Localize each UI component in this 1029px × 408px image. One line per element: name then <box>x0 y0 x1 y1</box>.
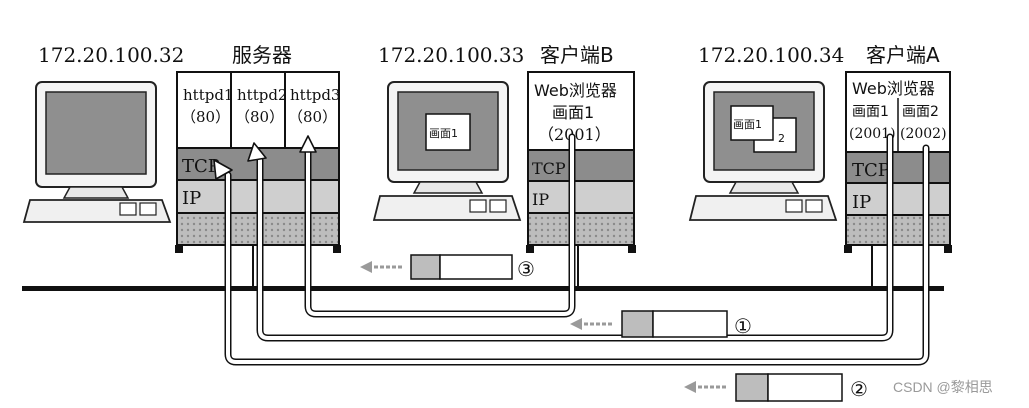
clientB-ip-layer <box>527 180 635 214</box>
computer-icon-pc2 <box>372 81 522 221</box>
clientB-tcp-label: TCP <box>532 159 566 178</box>
network-bus <box>22 286 944 291</box>
pc2-window-label: 画面1 <box>429 127 458 140</box>
pc1-ip-label: 172.20.100.32 <box>38 43 184 67</box>
packet-2 <box>684 373 843 402</box>
clientB-label: 客户端B <box>540 43 614 67</box>
pc3-window-1 <box>730 105 774 141</box>
computer-icon-pc1 <box>22 81 172 223</box>
clientA-screen2-label: 画面2 <box>902 104 939 120</box>
clientA-ip-layer <box>845 182 951 216</box>
httpd2-label: httpd2 <box>237 86 287 104</box>
packet-3 <box>360 254 513 280</box>
pc3-window-1-label: 画面1 <box>733 118 762 131</box>
clientA-ip-label: IP <box>852 192 871 213</box>
clientA-label: 客户端A <box>866 43 940 67</box>
clientA-port2: (2002) <box>900 126 947 142</box>
packet-3-marker: ③ <box>517 257 535 281</box>
clientA-tcp-label: TCP <box>852 160 890 181</box>
connection-paths <box>224 133 930 366</box>
packet-2-marker: ② <box>850 377 868 401</box>
clientA-stack <box>844 71 952 253</box>
httpd2-port: （80） <box>235 108 284 126</box>
connection-arrowheads <box>213 135 317 180</box>
clientB-app-label: Web浏览器 <box>534 81 617 100</box>
clientA-tcp-layer <box>845 151 951 184</box>
server-tcp-label: TCP <box>182 156 220 177</box>
server-ip-label: IP <box>182 188 201 209</box>
pc3-ip-label: 172.20.100.34 <box>698 43 844 67</box>
arrowhead-1 <box>247 142 267 162</box>
clientA-app-label: Web浏览器 <box>852 79 935 98</box>
pc2-ip-label: 172.20.100.33 <box>378 43 524 67</box>
clientB-screen-label: 画面1 <box>552 103 594 122</box>
server-label: 服务器 <box>232 43 292 67</box>
watermark: CSDN @黎相思 <box>893 379 993 395</box>
httpd1-label: httpd1 <box>183 86 233 104</box>
arrowhead-2 <box>213 159 233 180</box>
httpd3-label: httpd3 <box>290 86 340 104</box>
packet-1 <box>570 310 728 338</box>
pc2-window <box>425 113 471 151</box>
clientB-link-layer <box>527 212 635 246</box>
clientA-link-layer <box>845 214 951 246</box>
httpd1-port: （80） <box>181 108 230 126</box>
clientA-screen1-label: 画面1 <box>852 104 889 120</box>
packet-1-marker: ① <box>734 314 752 338</box>
clientA-port1: (2001) <box>849 126 896 142</box>
httpd3-port: （80） <box>288 108 337 126</box>
clientB-ip-label: IP <box>532 190 549 209</box>
pc3-window-2-label: 2 <box>778 132 785 145</box>
pc1-screen <box>45 91 147 175</box>
clientB-stack <box>526 71 636 253</box>
arrowhead-3 <box>299 135 317 153</box>
